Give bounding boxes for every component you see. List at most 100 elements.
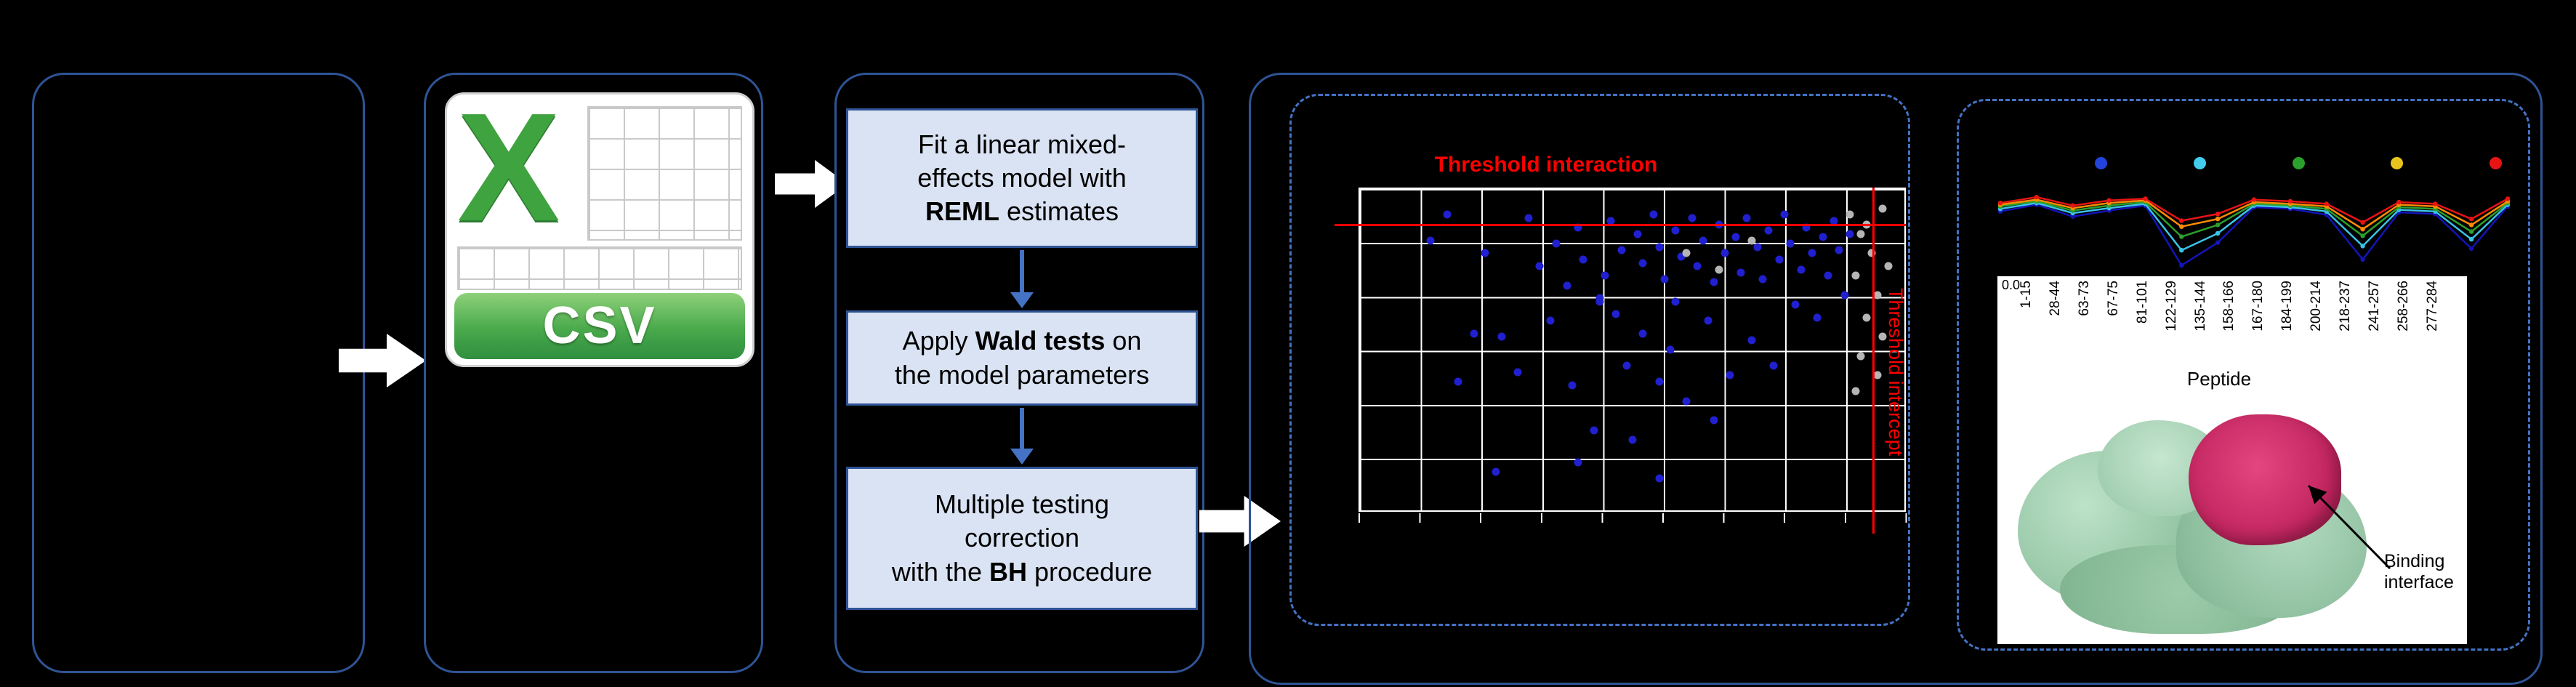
uptake-point bbox=[2215, 230, 2221, 236]
scatter-dot-significant bbox=[1660, 275, 1669, 284]
arrow-head bbox=[1010, 292, 1034, 308]
peptide-tick-label: 1-15 bbox=[2018, 281, 2034, 309]
binding-interface-region bbox=[2189, 414, 2341, 545]
timepoint-legend-dot bbox=[2391, 157, 2404, 169]
step-reml-text: Fit a linear mixed- effects model with R… bbox=[917, 129, 1127, 227]
step-wald-text: Apply Wald tests on the model parameters bbox=[894, 326, 1150, 390]
uptake-point bbox=[2106, 198, 2112, 203]
peptide-tick-label: 167-180 bbox=[2250, 281, 2266, 332]
scatter-dot-significant bbox=[1622, 361, 1631, 370]
peptide-tick-label: 28-44 bbox=[2047, 281, 2063, 316]
protein-structure bbox=[2018, 398, 2381, 638]
volcano-axis-ticks bbox=[1359, 513, 1907, 523]
scatter-dot-significant bbox=[1802, 223, 1811, 232]
scatter-dot-significant bbox=[1601, 271, 1609, 280]
threshold-line-vertical bbox=[1872, 188, 1875, 534]
scatter-dot-significant bbox=[1671, 297, 1680, 306]
scatter-dot-significant bbox=[1492, 467, 1500, 476]
scatter-dot-nonsignificant bbox=[1682, 249, 1691, 257]
scatter-dot-significant bbox=[1590, 426, 1598, 434]
uptake-point bbox=[2179, 224, 2184, 229]
scatter-dot-significant bbox=[1764, 226, 1773, 235]
scatter-dot-significant bbox=[1840, 291, 1849, 300]
scatter-dot-significant bbox=[1454, 377, 1462, 386]
scatter-dot-significant bbox=[1688, 214, 1696, 222]
scatter-dot-significant bbox=[1846, 230, 1854, 238]
y-axis-tick-label: 0.0 bbox=[2002, 278, 2021, 292]
uptake-point bbox=[2215, 212, 2221, 217]
scatter-dot-significant bbox=[1481, 249, 1489, 257]
peptide-tick-label: 135-144 bbox=[2192, 281, 2208, 332]
scatter-dot-significant bbox=[1595, 297, 1604, 306]
scatter-dot-significant bbox=[1736, 268, 1745, 277]
timepoint-legend-dot bbox=[2490, 157, 2502, 169]
scatter-dot-nonsignificant bbox=[1884, 262, 1893, 270]
uptake-point bbox=[2179, 234, 2184, 239]
uptake-point bbox=[2468, 217, 2474, 222]
timepoint-legend bbox=[2095, 157, 2502, 170]
uptake-point bbox=[2468, 236, 2474, 242]
excel-x-letter: X bbox=[457, 81, 560, 254]
uptake-point bbox=[2468, 222, 2474, 228]
uptake-point bbox=[2324, 201, 2329, 206]
uptake-point bbox=[2251, 197, 2257, 202]
scatter-dot-nonsignificant bbox=[1747, 236, 1756, 245]
hdx-subpanel bbox=[1957, 99, 2530, 651]
arrow-shaft bbox=[1020, 408, 1024, 449]
scatter-dot-significant bbox=[1546, 316, 1555, 325]
uptake-point bbox=[2215, 217, 2221, 222]
scatter-dot-significant bbox=[1628, 435, 1636, 444]
scatter-dot-nonsignificant bbox=[1862, 313, 1871, 322]
peptide-tick-label: 277-284 bbox=[2424, 281, 2440, 332]
threshold-intercept-label: Threshold intercept bbox=[1885, 288, 1907, 457]
scatter-dot-significant bbox=[1808, 249, 1816, 257]
peptide-tick-label: 241-257 bbox=[2367, 281, 2383, 332]
threshold-interaction-label: Threshold interaction bbox=[1434, 153, 1658, 177]
scatter-dot-significant bbox=[1552, 239, 1561, 248]
scatter-dot-significant bbox=[1758, 275, 1767, 284]
uptake-point bbox=[2215, 222, 2221, 228]
uptake-point bbox=[2179, 218, 2184, 223]
input-panel bbox=[32, 73, 365, 673]
scatter-dot-nonsignificant bbox=[1851, 271, 1860, 280]
uptake-point bbox=[2396, 199, 2402, 205]
scatter-dot-significant bbox=[1513, 368, 1522, 377]
scatter-dot-significant bbox=[1563, 281, 1571, 290]
uptake-point bbox=[2360, 233, 2365, 238]
scatter-dot-significant bbox=[1666, 345, 1675, 354]
scatter-dot-significant bbox=[1819, 233, 1827, 241]
scatter-dot-significant bbox=[1704, 316, 1712, 325]
scatter-dot-significant bbox=[1568, 381, 1577, 390]
step-wald-box: Apply Wald tests on the model parameters bbox=[846, 310, 1198, 406]
uptake-point bbox=[2360, 244, 2365, 249]
scatter-dot-significant bbox=[1617, 246, 1626, 254]
scatter-dot-significant bbox=[1747, 336, 1756, 345]
scatter-dot-significant bbox=[1655, 474, 1664, 483]
uptake-point bbox=[2287, 198, 2293, 204]
uptake-point bbox=[2505, 196, 2511, 201]
scatter-dot-significant bbox=[1699, 236, 1707, 245]
uptake-line-t1 bbox=[2000, 204, 2508, 267]
scatter-dot-nonsignificant bbox=[1873, 371, 1882, 379]
volcano-plot bbox=[1359, 188, 1906, 512]
scatter-dot-significant bbox=[1638, 259, 1647, 268]
scatter-dot-significant bbox=[1797, 265, 1806, 273]
scatter-dot-significant bbox=[1682, 397, 1691, 406]
step-reml-box: Fit a linear mixed- effects model with R… bbox=[846, 108, 1198, 248]
scatter-dot-nonsignificant bbox=[1856, 230, 1865, 238]
step-bh-text: Multiple testing correction with the BH … bbox=[891, 489, 1153, 587]
scatter-dot-significant bbox=[1611, 310, 1620, 318]
scatter-dot-significant bbox=[1791, 300, 1800, 309]
uptake-point bbox=[2143, 196, 2148, 201]
scatter-dot-significant bbox=[1655, 377, 1664, 386]
uptake-point bbox=[2360, 227, 2365, 232]
scatter-dot-significant bbox=[1524, 214, 1533, 222]
arrow-shaft bbox=[1020, 250, 1024, 292]
scatter-dot-nonsignificant bbox=[1867, 249, 1876, 257]
volcano-subpanel bbox=[1289, 94, 1910, 626]
peptide-axis-title: Peptide bbox=[2186, 368, 2252, 390]
scatter-dot-nonsignificant bbox=[1851, 387, 1860, 395]
timepoint-legend-dot bbox=[2193, 157, 2206, 169]
